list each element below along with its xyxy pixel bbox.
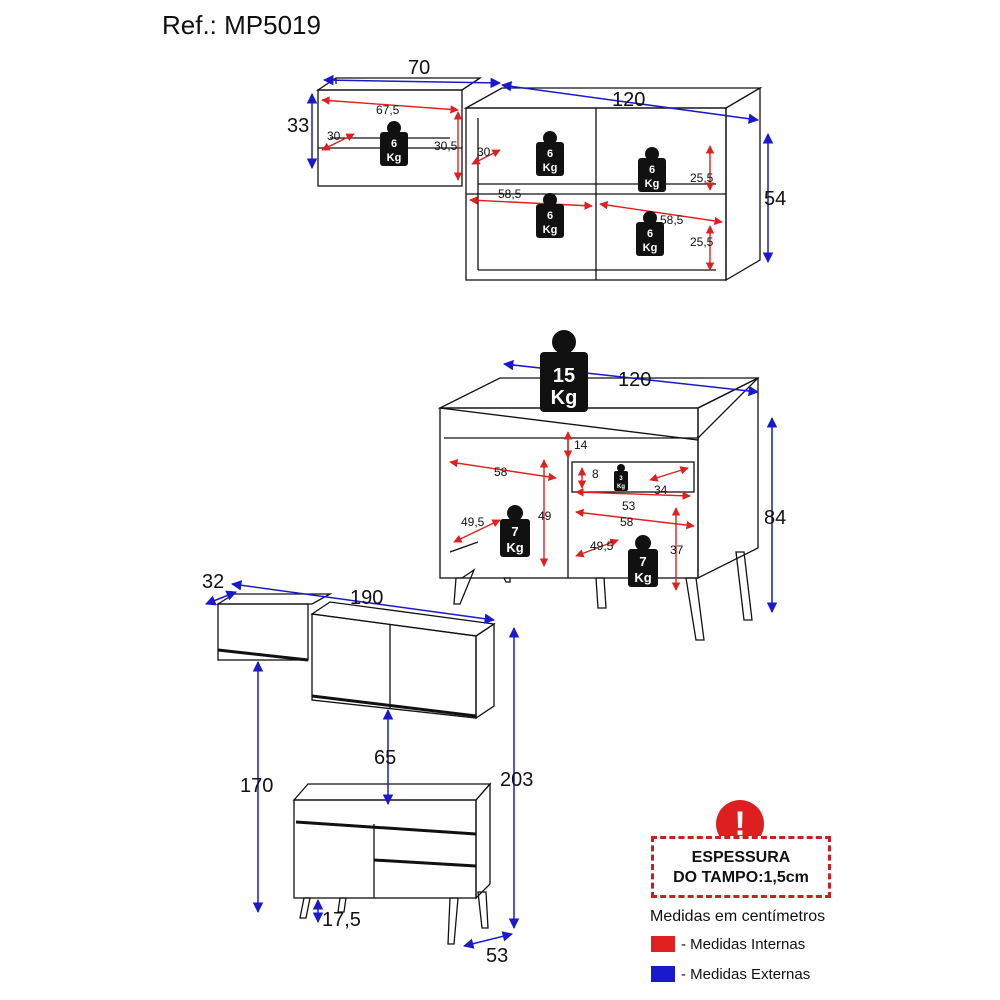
dim-upper-large-width: 120 [612,89,645,111]
svg-text:6: 6 [391,138,397,150]
dim-drawer-depth: 34 [654,483,668,497]
weight-icon: 7 Kg [628,535,658,587]
svg-text:Kg: Kg [387,152,402,164]
legend-internal-label: - Medidas Internas [681,936,806,953]
dim-upper-small-inner-height: 30,5 [434,139,458,153]
upper-external-dims [306,74,774,264]
units-caption: Medidas em centímetros [650,908,826,925]
internal-swatch [651,936,675,952]
dim-base-inner-depth-left: 49,5 [461,515,485,529]
external-swatch [651,966,675,982]
dim-upper-small-inner-depth: 30 [327,129,341,143]
svg-text:Kg: Kg [643,242,658,254]
dim-base-inner-height-left: 49 [538,509,552,523]
dim-base-inner-depth-right: 49,5 [590,539,614,553]
dim-base-width: 120 [618,369,651,391]
dim-upper-large-inner-width-right: 58,5 [660,213,684,227]
weight-icon: 15 Kg [540,330,588,412]
weight-icon: 6 Kg [636,211,664,256]
svg-text:Kg: Kg [617,484,625,490]
legend-external: - Medidas Externas [651,966,810,983]
weight-icon: 6 Kg [638,147,666,192]
dim-base-gap-top: 14 [574,438,588,452]
dim-base-height: 84 [764,507,786,529]
svg-text:Kg: Kg [634,570,651,585]
notice-line-1: ESPESSURA [691,849,791,866]
weight-icon: 6 Kg [536,131,564,176]
svg-text:Kg: Kg [551,387,578,409]
base-cabinet [437,376,760,641]
dim-drawer-height: 8 [592,467,599,481]
dim-upper-large-inner-height-bottom: 25,5 [690,235,714,249]
dim-base-inner-height-right: 37 [670,543,684,557]
svg-text:7: 7 [639,554,646,569]
dim-upper-large-inner-width-left: 58,5 [498,187,522,201]
weight-icon: 6 Kg [380,121,408,166]
svg-text:6: 6 [547,148,553,160]
dim-base-depth: 53 [486,945,508,967]
dim-leg-height: 17,5 [322,909,361,931]
dim-upper-large-height: 54 [764,188,786,210]
svg-text:7: 7 [511,524,518,539]
weight-icon: 3 Kg [614,464,628,491]
svg-text:6: 6 [547,210,553,222]
svg-text:15: 15 [553,365,575,387]
svg-text:Kg: Kg [645,178,660,190]
weight-icon: 7 Kg [500,505,530,557]
overview-external-dims [205,580,520,949]
svg-text:Kg: Kg [543,224,558,236]
svg-text:Kg: Kg [506,540,523,555]
base-internal-dims [449,431,695,591]
dim-total-width: 190 [350,587,383,609]
thickness-notice: ESPESSURA DO TAMPO:1,5cm [651,836,831,898]
weight-icon: 6 Kg [536,193,564,238]
dim-upper-large-inner-height-top: 25,5 [690,171,714,185]
dim-drawer-width: 53 [622,499,636,513]
reference-title: Ref.: MP5019 [162,10,321,40]
dim-upper-depth: 32 [202,571,224,593]
dim-upper-small-width: 70 [408,57,430,79]
upper-internal-dims [321,96,723,271]
svg-text:6: 6 [649,164,655,176]
dim-upper-small-height: 33 [287,115,309,137]
dim-base-inner-width-left: 58 [494,465,508,479]
legend-internal: - Medidas Internas [651,936,805,953]
dim-upper-small-inner-width: 67,5 [376,103,400,117]
dim-gap: 65 [374,747,396,769]
dim-total-height: 203 [500,769,533,791]
dim-upper-large-inner-depth: 30 [477,145,491,159]
svg-text:6: 6 [647,228,653,240]
svg-text:3: 3 [619,476,623,482]
dim-base-inner-width-right: 58 [620,515,634,529]
legend-external-label: - Medidas Externas [681,966,811,983]
notice-line-2: DO TAMPO:1,5cm [673,869,809,886]
overview-assembly [215,593,496,945]
svg-text:Kg: Kg [543,162,558,174]
dim-upper-bottom-height: 170 [240,775,273,797]
